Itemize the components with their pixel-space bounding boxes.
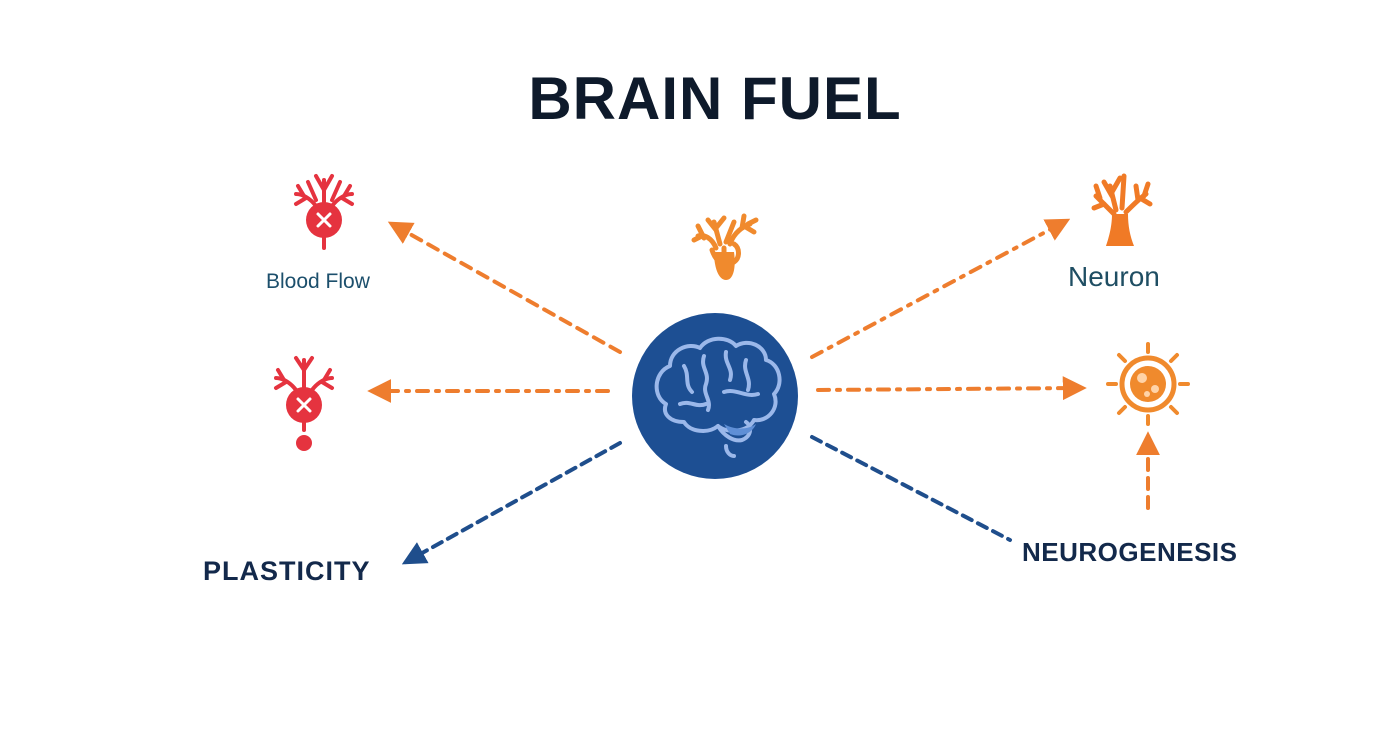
brain-icon [654, 336, 782, 458]
label-neurogenesis: NEUROGENESIS [1022, 537, 1238, 567]
neuron-icon [1091, 173, 1153, 246]
arrow-to-right-cell [816, 376, 1087, 401]
connector-arrows [367, 218, 1160, 565]
label-plasticity: PLASTICITY [203, 556, 371, 586]
arrow-to-plasticity [401, 441, 622, 565]
arrow-to-neuron [810, 218, 1071, 359]
neuron-cell-x-icon [294, 174, 354, 250]
label-blood-flow: Blood Flow [266, 270, 370, 293]
neuron-icon-top [691, 213, 759, 267]
diagram-title: BRAIN FUEL [528, 65, 902, 132]
brainstem-accent [724, 424, 756, 436]
cell-icon [1106, 342, 1190, 426]
neuron-icon-top-body [714, 252, 735, 280]
link-to-neurogenesis [810, 435, 1012, 542]
neuron-cell-x-icon-2 [274, 356, 334, 451]
center-brain-node [632, 313, 798, 479]
arrow-to-blood-flow [387, 221, 622, 354]
label-neuron: Neuron [1068, 261, 1160, 292]
